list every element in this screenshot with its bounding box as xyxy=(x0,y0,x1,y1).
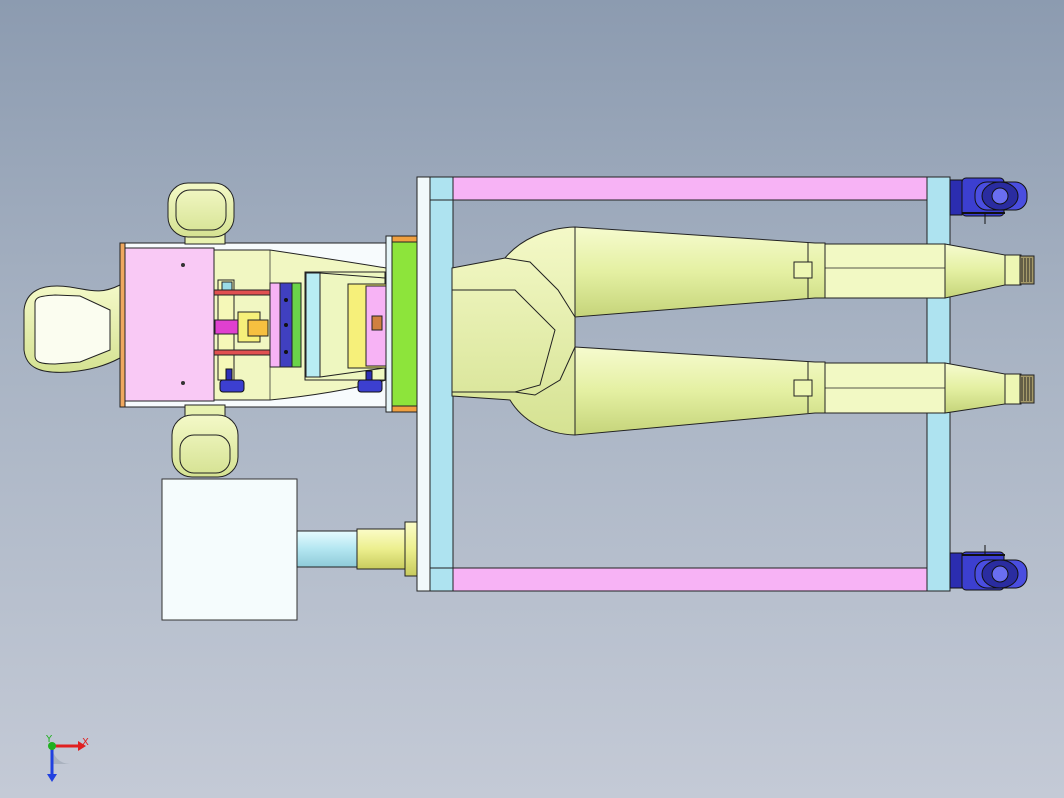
cyclone-upper-outlet[interactable] xyxy=(1004,254,1022,286)
flange-panel[interactable] xyxy=(385,235,418,413)
housing-pink-panel[interactable] xyxy=(124,247,215,402)
machine-housing[interactable] xyxy=(119,242,387,408)
triad-y-axis xyxy=(48,742,56,750)
caster-bottom[interactable] xyxy=(949,545,1028,591)
cyclone-lower-outlet[interactable] xyxy=(1004,373,1022,405)
coordinate-triad: X Y xyxy=(45,734,89,782)
motor-bottom[interactable] xyxy=(171,404,239,478)
cyclone-upper-cone[interactable] xyxy=(574,226,826,318)
frame-left-corner-bottom xyxy=(429,567,454,592)
control-box[interactable] xyxy=(161,478,298,621)
mechanism-cyan-frame xyxy=(305,272,321,378)
motor-top[interactable] xyxy=(167,182,235,245)
caster-top[interactable] xyxy=(949,177,1028,224)
cyclone-inlet-plenum[interactable] xyxy=(451,226,576,436)
frame-left-post-inner xyxy=(429,199,454,569)
adjust-knob-left[interactable] xyxy=(219,368,245,393)
cyclone-upper-cylinder xyxy=(824,243,946,299)
cyclone-lower-cone[interactable] xyxy=(574,346,826,436)
triad-x-label: X xyxy=(82,737,89,748)
cyclone-assembly[interactable] xyxy=(451,226,1035,436)
triad-y-label: Y xyxy=(45,734,53,745)
outlet-pipe[interactable] xyxy=(296,521,418,577)
adjust-knob-right[interactable] xyxy=(357,370,383,393)
frame-bottom-rail[interactable] xyxy=(416,567,951,592)
frame-top-rail[interactable] xyxy=(416,176,951,201)
suction-hood[interactable] xyxy=(23,284,121,373)
frame-left-corner-top xyxy=(429,176,454,201)
